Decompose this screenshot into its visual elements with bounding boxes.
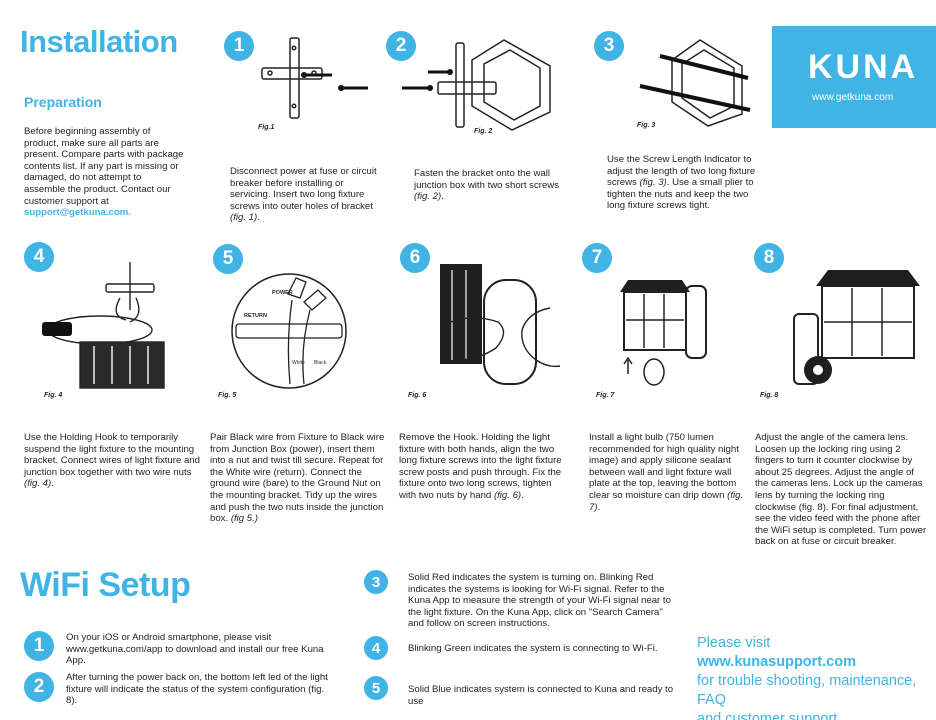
camera-lens-icon [793,270,920,385]
support-email-link[interactable]: support@getkuna.com. [24,207,131,219]
fig8-camera-lens-illustration [790,262,930,394]
wifi-step-1-badge: 1 [24,631,54,661]
fig8-caption: Fig. 8 [760,392,779,399]
fig6-caption: Fig. 6 [408,392,427,399]
fig3-long-screws-illustration [630,38,754,128]
kuna-url[interactable]: www.getkuna.com [812,92,894,103]
step-3-badge: 3 [594,31,624,61]
support-block: Please visit www.kunasupport.com for tro… [697,634,933,720]
fig5-wire-nuts-illustration [230,272,348,390]
step-3-text: Use the Screw Length Indicator to adjust… [607,154,756,212]
wifi-step-3-badge: 3 [364,570,388,594]
wifi-step-3-text: Solid Red indicates the system is turnin… [408,572,671,630]
fig4-caption: Fig. 4 [44,392,63,399]
support-link[interactable]: www.kunasupport.com [697,654,856,670]
installation-title: Installation [20,24,178,59]
holding-hook-icon [42,262,165,389]
support-line-3: and customer support. [697,711,842,720]
kuna-logo: KUNA [808,48,919,86]
fig2-junction-box-illustration [400,38,562,132]
preparation-body: Before beginning assembly of product, ma… [24,126,184,207]
fig1-bracket-illustration [258,36,370,120]
bracket-screws-icon [261,37,368,119]
fig5-black-label: Black [314,360,327,366]
preparation-text: Before beginning assembly of product, ma… [24,126,184,219]
junction-box-icon [402,39,551,131]
wifi-step-4-badge: 4 [364,636,388,660]
fig7-light-bulb-illustration [614,270,724,398]
step-2-badge: 2 [386,31,416,61]
step-2-text: Fasten the bracket onto the wall junctio… [414,168,560,203]
preparation-heading: Preparation [24,94,102,110]
step-7-badge: 7 [582,243,612,273]
fig5-white-label: White [292,360,305,366]
support-line-2: for trouble shooting, maintenance, FAQ [697,673,917,708]
step-1-badge: 1 [224,31,254,61]
step-6-text: Remove the Hook. Holding the light fixtu… [399,432,562,501]
fig5-caption: Fig. 5 [218,392,237,399]
fig2-caption: Fig. 2 [474,128,493,135]
step-7-text: Install a light bulb (750 lumen recommen… [589,432,744,513]
long-screws-icon [639,39,751,127]
support-prefix: Please visit [697,635,771,651]
fig3-caption: Fig. 3 [637,122,656,129]
step-4-text: Use the Holding Hook to temporarily susp… [24,432,200,490]
kuna-brand-box: KUNA www.getkuna.com [772,26,936,128]
fig4-fixture-suspended-illustration [40,258,180,392]
fig5-return-label: RETURN [244,313,267,319]
hands-fixture-icon [440,264,561,385]
wifi-step-2-text: After turning the power back on, the bot… [66,672,328,707]
step-1-text: Disconnect power at fuse or circuit brea… [230,166,377,224]
wire-nut-icon [231,273,347,389]
light-bulb-icon [620,280,707,386]
step-5-badge: 5 [213,244,243,274]
wifi-step-5-text: Solid Blue indicates system is connected… [408,684,674,707]
step-8-text: Adjust the angle of the camera lens. Loo… [755,432,927,548]
fig1-caption: Fig.1 [258,124,275,131]
step-5-text: Pair Black wire from Fixture to Black wi… [210,432,385,525]
step-6-badge: 6 [400,243,430,273]
wifi-step-2-badge: 2 [24,672,54,702]
wifi-title: WiFi Setup [20,566,191,604]
wifi-step-1-text: On your iOS or Android smartphone, pleas… [66,632,324,667]
step-8-badge: 8 [754,243,784,273]
fig7-caption: Fig. 7 [596,392,615,399]
wifi-step-5-badge: 5 [364,676,388,700]
fig6-mounting-fixture-illustration [438,256,562,392]
fig5-power-label: POWER [272,290,293,296]
wifi-step-4-text: Blinking Green indicates the system is c… [408,643,658,654]
step-4-badge: 4 [24,242,54,272]
